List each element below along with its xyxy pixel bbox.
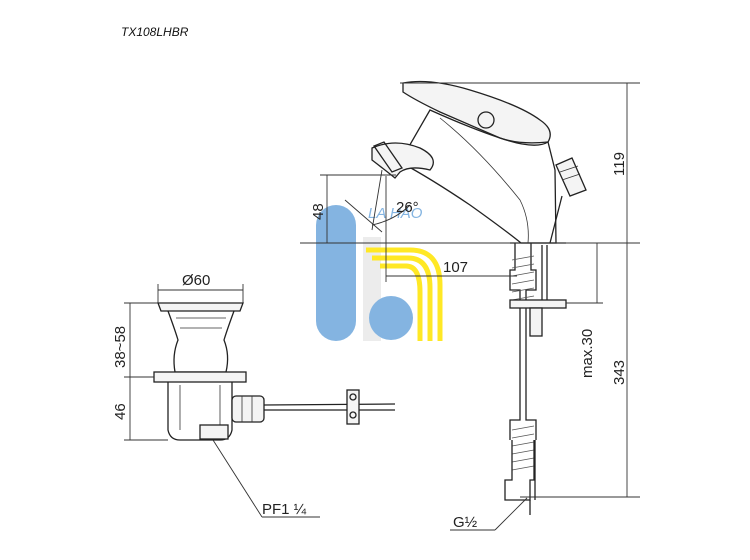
dim-drain-height-range: 38~58	[112, 326, 129, 368]
watermark-blue-dot	[369, 296, 413, 340]
pop-up-drain	[153, 302, 396, 441]
drain-rod-clip	[346, 389, 360, 425]
lever-screw	[477, 111, 495, 129]
hose-braid	[511, 255, 535, 471]
watermark-blue-bar	[316, 205, 356, 341]
hose-end	[504, 440, 535, 501]
model-code: TX108LHBR	[121, 25, 189, 39]
watermark-text: LA HAO	[368, 205, 423, 222]
dim-drain-diameter: Ø60	[182, 272, 210, 289]
drain-neck	[167, 310, 235, 373]
mounting-bracket	[509, 299, 567, 309]
dim-spout-reach: 107	[443, 259, 468, 276]
dim-max-deck-thickness: max.30	[579, 329, 596, 378]
dim-total-below: 343	[611, 360, 628, 385]
drain-body	[167, 382, 233, 441]
faucet-spout	[371, 142, 434, 179]
watermark-yellow-arc-3	[380, 263, 423, 341]
dim-drain-lower-height: 46	[112, 403, 129, 420]
drain-side-port	[231, 395, 265, 423]
supply-hose-right	[525, 243, 537, 440]
dim-spout-height: 48	[310, 203, 327, 220]
dim-spout-angle: 26°	[396, 199, 419, 216]
drain-locknut	[153, 371, 247, 383]
drain-tailpiece	[199, 424, 229, 440]
watermark-yellow-arc-2	[372, 255, 433, 341]
watermark-yellow-arc	[366, 247, 443, 341]
faucet	[371, 80, 587, 515]
faucet-lever	[402, 80, 551, 146]
supply-hose-left	[509, 243, 521, 440]
dim-handle-height: 119	[611, 152, 628, 176]
dim-drain-thread: PF1 ¼	[262, 501, 307, 518]
watermark-logo: LA HAO	[316, 205, 443, 341]
spout-aerator	[373, 141, 403, 173]
faucet-dimensions: 119 343 max.30 48 26° 107 G½	[300, 82, 640, 531]
dim-supply-thread: G½	[453, 514, 478, 531]
drain-dimensions: Ø60 38~58 46 PF1 ¼	[112, 272, 320, 518]
mounting-nut	[529, 307, 543, 337]
drain-flange	[157, 302, 244, 312]
